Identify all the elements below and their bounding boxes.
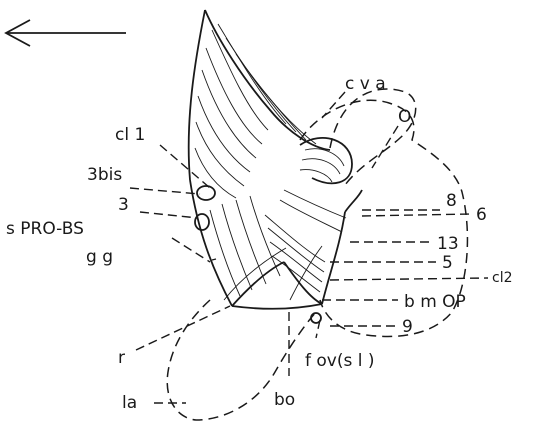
label-bo: bo: [274, 390, 295, 410]
label-cl1: cl 1: [115, 125, 145, 145]
label-s-pro-bs: s PRO-BS: [6, 219, 84, 239]
label-3: 3: [118, 195, 129, 215]
label-8: 8: [446, 191, 457, 211]
label-la: la: [122, 393, 137, 413]
dashed-outline-top: [330, 89, 416, 185]
dashed-outline-lower: [167, 300, 318, 420]
specimen-drawing: [189, 10, 362, 323]
label-5: 5: [442, 253, 453, 273]
label-gg: g g: [86, 247, 113, 267]
label-cva: c v a: [345, 74, 386, 94]
label-r: r: [118, 348, 125, 368]
label-f-ov: f ov(s l ): [305, 351, 375, 371]
label-bm-op: b m OP: [404, 292, 466, 312]
label-13: 13: [437, 234, 459, 254]
label-9: 9: [402, 317, 413, 337]
label-cl2: cl2: [492, 270, 513, 286]
left-arrow-icon: [6, 20, 126, 46]
label-6: 6: [476, 205, 487, 225]
label-o: O: [398, 107, 411, 127]
label-3bis: 3bis: [87, 165, 122, 185]
